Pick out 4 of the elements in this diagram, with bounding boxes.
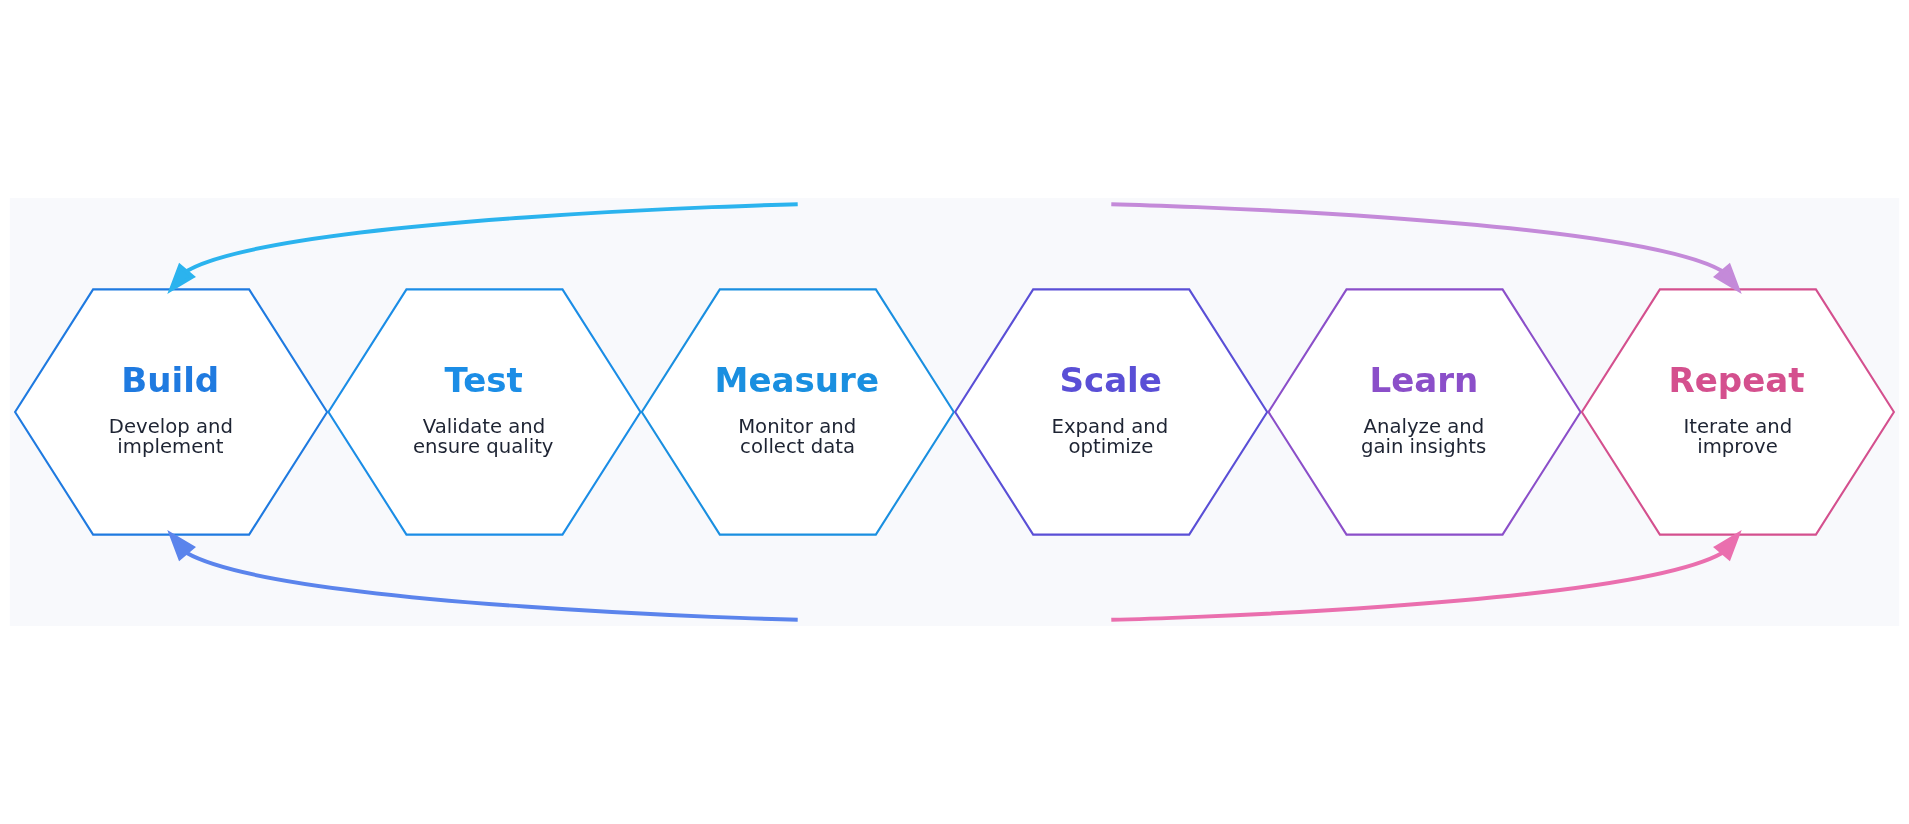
arrow <box>167 530 798 622</box>
arrow <box>1111 202 1742 294</box>
arrow <box>167 202 798 294</box>
arrow <box>1111 530 1742 622</box>
